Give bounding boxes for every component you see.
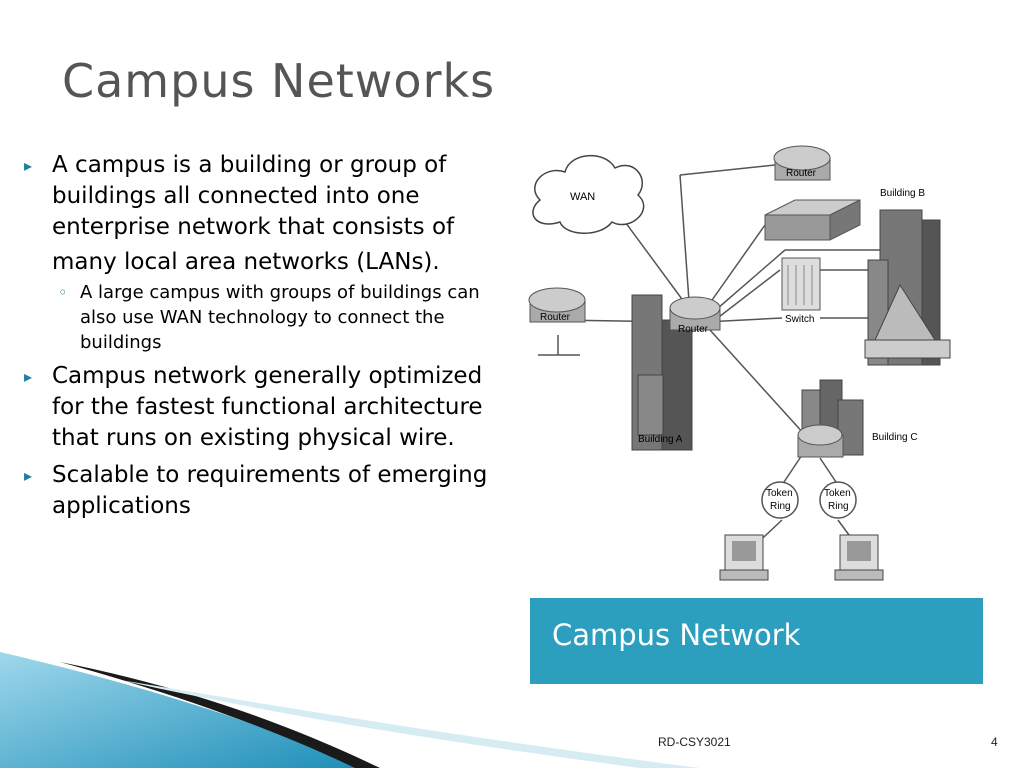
- wan-label: WAN: [570, 191, 595, 203]
- slide-title: Campus Networks: [62, 54, 496, 108]
- sub-bullet-item-1: ◦ A large campus with groups of building…: [22, 280, 492, 355]
- bullet-text: A campus is a building or group of build…: [52, 152, 455, 240]
- switch-label: Switch: [785, 314, 814, 325]
- bullet-arrow-icon: ▸: [24, 466, 33, 485]
- sub-bullet-circle-icon: ◦: [58, 283, 68, 302]
- diagram-caption: Campus Network: [552, 618, 801, 652]
- lan-switch-icon: [764, 199, 861, 241]
- token-ring-1-label-line1: Token: [766, 488, 793, 499]
- token-ring-1-icon: Token Ring: [761, 481, 799, 519]
- slide-number: 4: [991, 735, 998, 749]
- switch-icon: Switch: [781, 257, 821, 325]
- bullet-arrow-icon: ▸: [24, 156, 33, 175]
- campus-network-diagram: WAN Router Switch: [528, 145, 951, 581]
- workstation-1-icon: [719, 534, 769, 581]
- bullet-item-3: ▸ Scalable to requirements of emerging a…: [22, 460, 492, 522]
- bullet-list: ▸ A campus is a building or group of bui…: [22, 150, 492, 522]
- workstation-2-icon: [834, 534, 884, 581]
- router-center-icon: Router: [669, 296, 721, 335]
- building-c-icon: Building C: [797, 379, 918, 458]
- bullet-item-1: ▸ A campus is a building or group of bui…: [22, 150, 492, 278]
- footer-course-code: RD-CSY3021: [658, 735, 731, 749]
- router-left-label: Router: [540, 312, 571, 323]
- wan-cloud-icon: WAN: [532, 154, 645, 234]
- bullet-text-continuation: many local area networks (LANs).: [52, 249, 440, 275]
- building-b-icon: Building B: [864, 188, 951, 366]
- token-ring-2-label-line2: Ring: [828, 501, 849, 512]
- building-c-label: Building C: [872, 432, 918, 443]
- decorative-swoosh: [0, 652, 700, 768]
- bullet-arrow-icon: ▸: [24, 367, 33, 386]
- building-a-label: Building A: [638, 434, 683, 445]
- token-ring-2-label-line1: Token: [824, 488, 851, 499]
- token-ring-2-icon: Token Ring: [819, 481, 857, 519]
- building-b-label: Building B: [880, 188, 925, 199]
- router-center-label: Router: [678, 324, 709, 335]
- caption-box: Campus Network: [530, 598, 983, 684]
- router-top-label: Router: [786, 168, 817, 179]
- bullet-text: Campus network generally optimized for t…: [52, 363, 483, 451]
- bullet-item-2: ▸ Campus network generally optimized for…: [22, 361, 492, 454]
- sub-bullet-text: A large campus with groups of buildings …: [80, 282, 480, 353]
- router-top-icon: Router: [773, 145, 831, 181]
- token-ring-1-label-line2: Ring: [770, 501, 791, 512]
- router-left-icon: Router: [528, 287, 586, 323]
- bullet-text: Scalable to requirements of emerging app…: [52, 462, 488, 519]
